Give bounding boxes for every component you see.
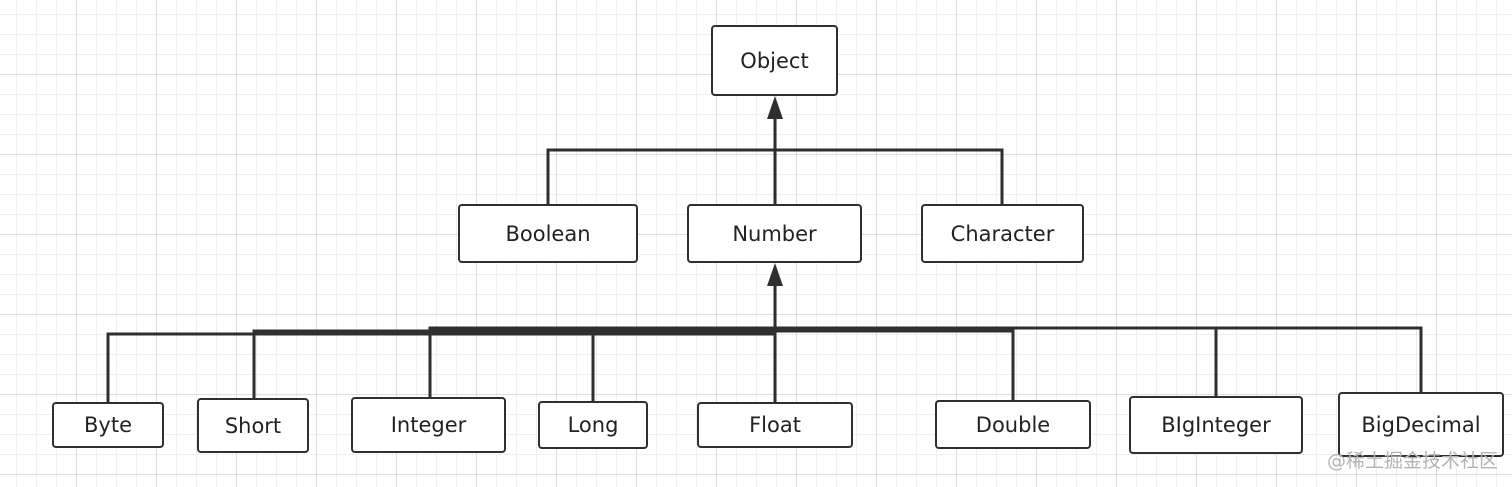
watermark-text: @稀土掘金技术社区 — [1326, 450, 1498, 472]
node-float[interactable]: Float — [697, 402, 853, 448]
edge-double-to-number — [775, 329, 1015, 400]
node-character[interactable]: Character — [921, 204, 1084, 263]
arrowhead-number — [767, 263, 783, 286]
node-byte[interactable]: Byte — [52, 402, 164, 448]
node-integer[interactable]: Integer — [351, 397, 506, 453]
node-short[interactable]: Short — [197, 398, 309, 453]
edge-bigdecimal-to-number — [775, 326, 1423, 392]
node-double[interactable]: Double — [935, 400, 1091, 449]
edge-short-to-number — [252, 329, 775, 398]
edge-character-to-object — [775, 148, 1004, 204]
node-long[interactable]: Long — [538, 401, 648, 449]
edge-biginteger-to-number — [775, 326, 1218, 396]
node-boolean[interactable]: Boolean — [458, 204, 638, 263]
edge-integer-to-number — [428, 326, 775, 397]
node-number[interactable]: Number — [687, 204, 862, 263]
edge-byte-to-number — [106, 332, 775, 402]
node-bigdecimal[interactable]: BigDecimal — [1338, 392, 1504, 457]
node-biginteger[interactable]: BIgInteger — [1129, 396, 1303, 454]
node-object[interactable]: Object — [711, 25, 838, 96]
edge-boolean-to-object — [546, 148, 775, 204]
arrowhead-object — [767, 96, 783, 119]
